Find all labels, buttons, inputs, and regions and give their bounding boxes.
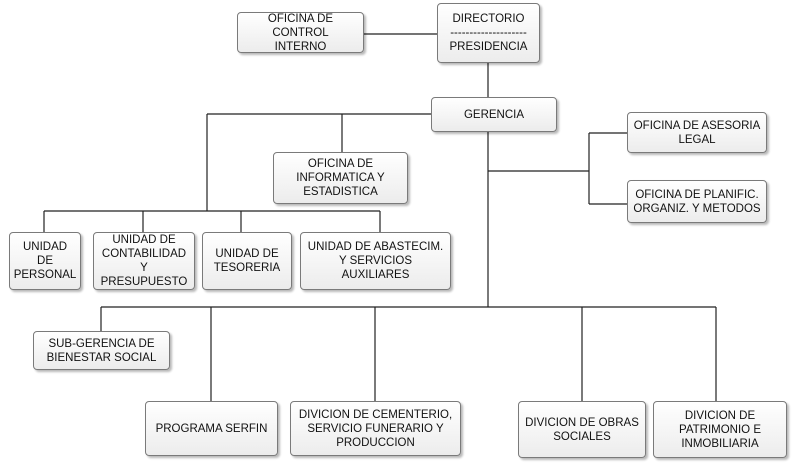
oficina-asesoria-legal-box: OFICINA DE ASESORIA LEGAL xyxy=(627,112,767,153)
programa-serfin-box: PROGRAMA SERFIN xyxy=(145,401,278,456)
unidad-contabilidad-box: UNIDAD DE CONTABILIDAD Y PRESUPUESTO xyxy=(93,232,195,290)
oficina-control-interno-box: OFICINA DE CONTROL INTERNO xyxy=(237,12,364,53)
sub-gerencia-bienestar-box: SUB-GERENCIA DE BIENESTAR SOCIAL xyxy=(33,331,170,370)
unidad-tesoreria-box: UNIDAD DE TESORERIA xyxy=(202,232,292,290)
division-obras-sociales-box: DIVICION DE OBRAS SOCIALES xyxy=(518,401,646,458)
oficina-planificacion-box: OFICINA DE PLANIFIC. ORGANIZ. Y METODOS xyxy=(627,180,767,223)
oficina-informatica-box: OFICINA DE INFORMATICA Y ESTADISTICA xyxy=(273,152,408,204)
unidad-personal-box: UNIDAD DE PERSONAL xyxy=(9,232,81,290)
unidad-abastecimiento-box: UNIDAD DE ABASTECIM. Y SERVICIOS AUXILIA… xyxy=(300,232,451,290)
division-cementerio-box: DIVICION DE CEMENTERIO, SERVICIO FUNERAR… xyxy=(290,401,461,456)
division-patrimonio-box: DIVICION DE PATRIMONIO E INMOBILIARIA xyxy=(653,401,787,458)
gerencia-box: GERENCIA xyxy=(431,97,557,132)
directorio-presidencia-box: DIRECTORIO -------------------- PRESIDEN… xyxy=(437,3,540,63)
